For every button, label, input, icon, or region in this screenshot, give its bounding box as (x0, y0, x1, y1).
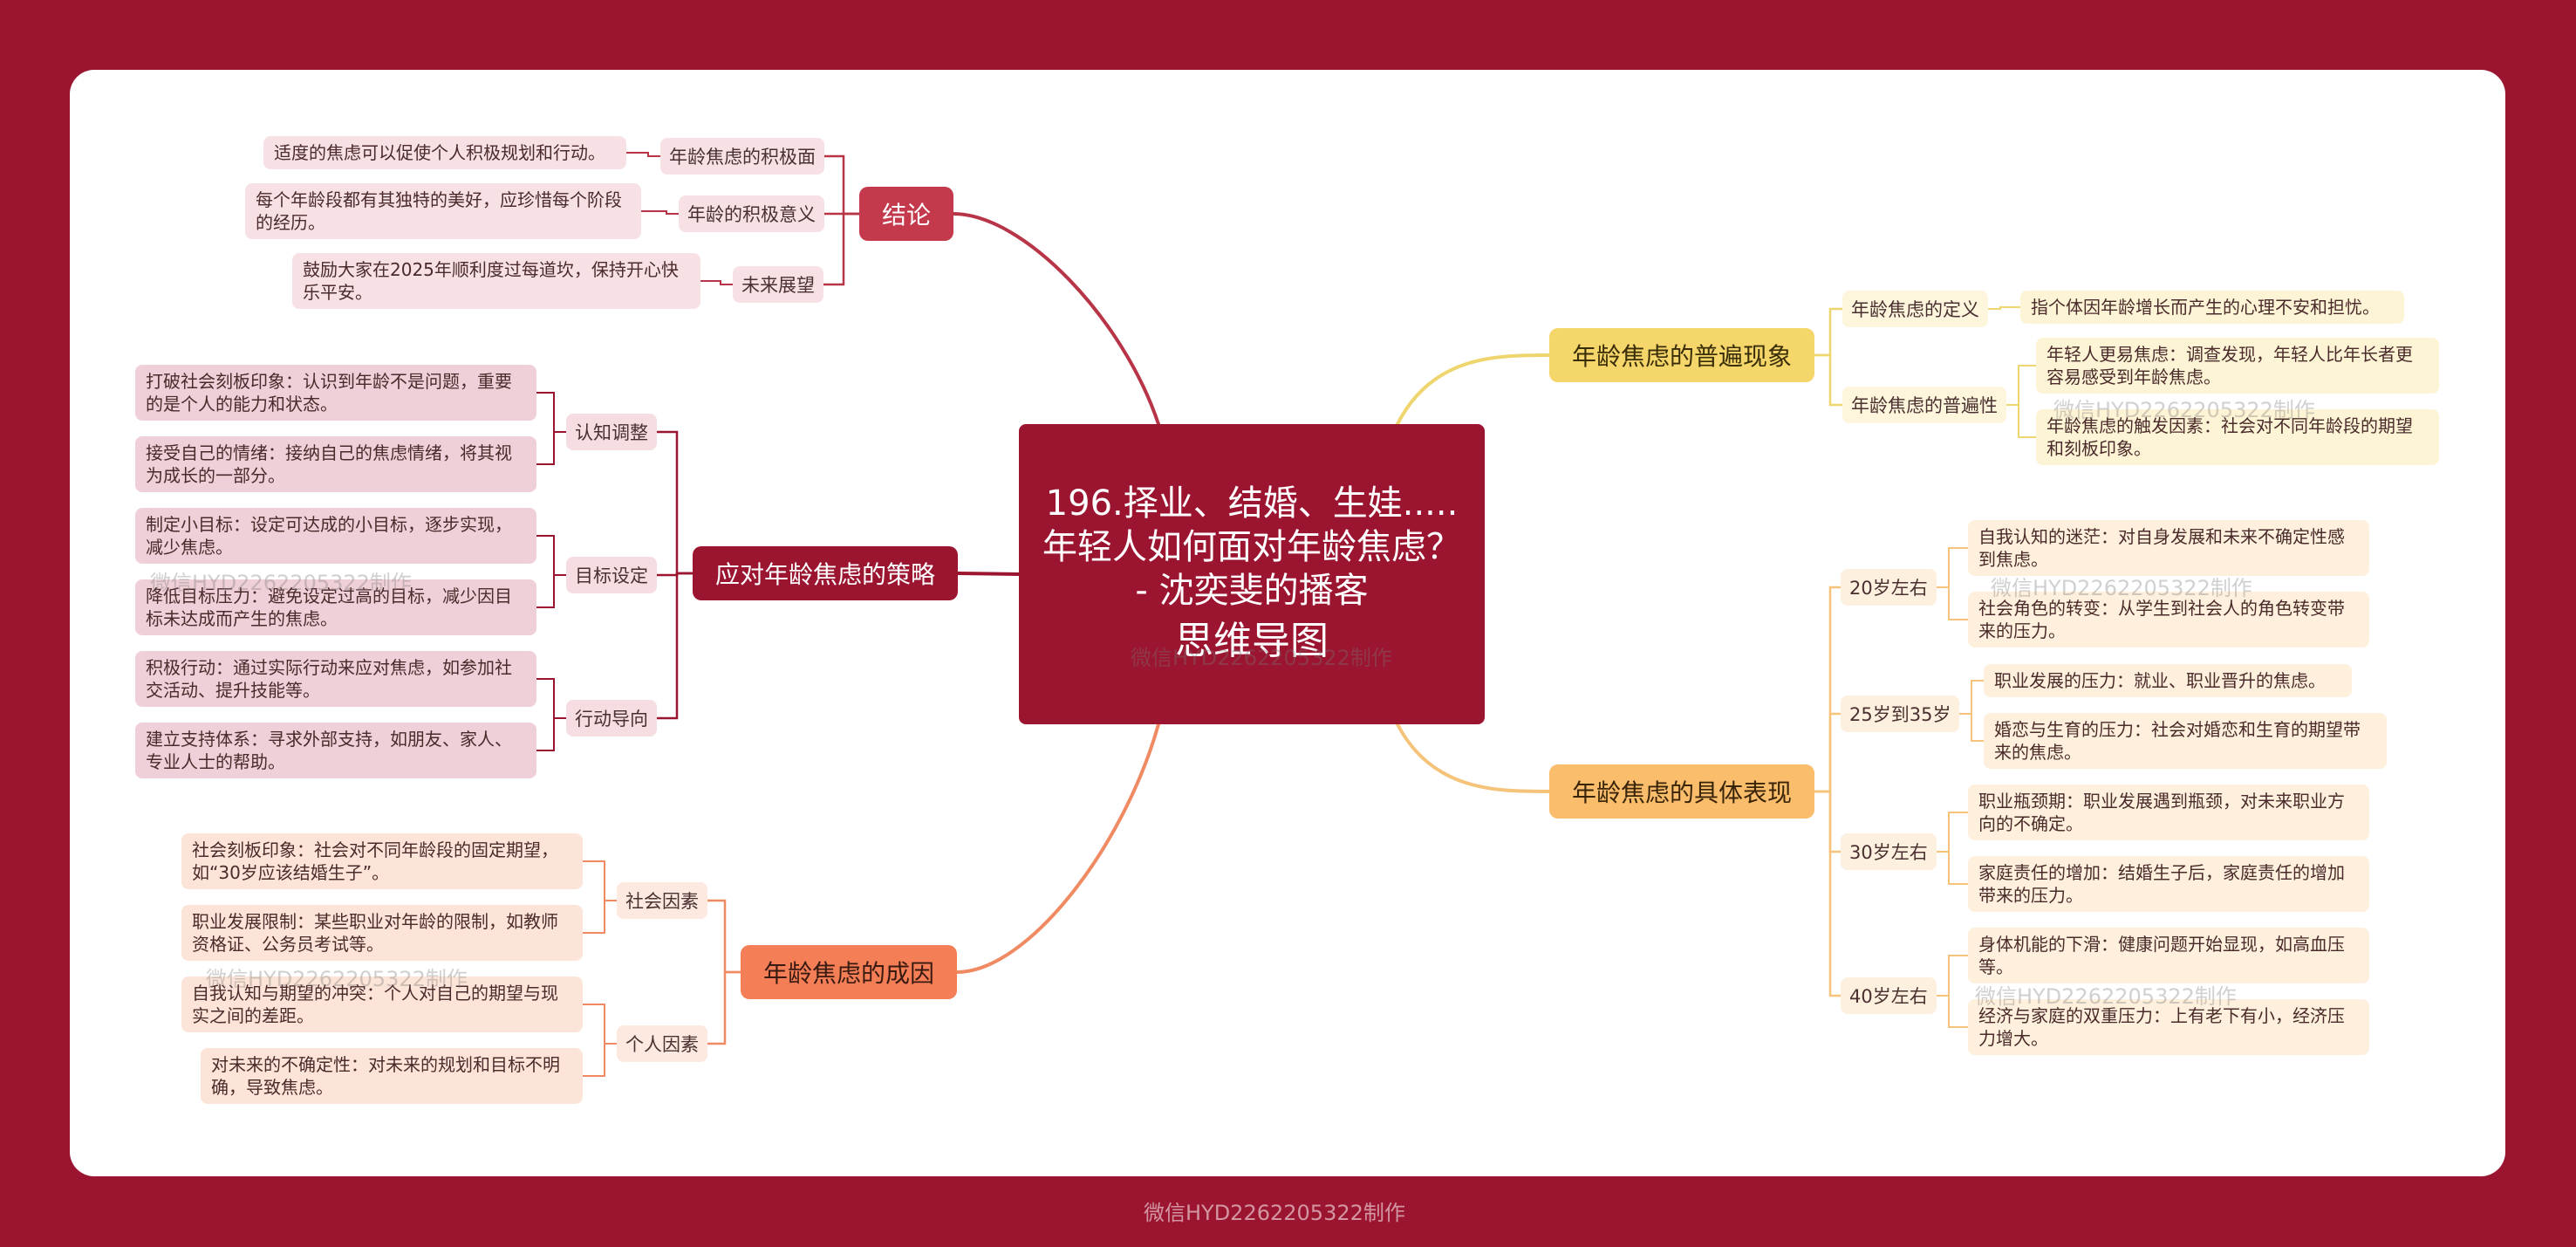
leaf-connector (582, 860, 618, 901)
leaf-text: 婚恋与生育的压力：社会对婚恋和生育的期望带来的焦虑。 (1984, 713, 2387, 769)
leaf-text: 自我认知与期望的冲突：个人对自己的期望与现实之间的差距。 (181, 976, 583, 1032)
leaf-connector (536, 717, 567, 751)
sub-connector (1813, 790, 1842, 853)
watermark: 微信HYD2262205322制作 (150, 571, 412, 595)
sub-social-factors[interactable]: 社会因素 (617, 882, 707, 919)
root-subtitle: 思维导图 (1175, 619, 1329, 663)
leaf-connector (1958, 680, 1985, 715)
leaf-connector (536, 678, 567, 719)
branch-strategies[interactable]: 应对年龄焦虑的策略 (693, 546, 959, 600)
sub-connector (1813, 353, 1844, 407)
branch-common-phenomenon[interactable]: 年龄焦虑的普遍现象 (1549, 328, 1815, 382)
root-title: 196.择业、结婚、生娃.....年轻人如何面对年龄焦虑？ - 沈奕斐的播客 (1042, 483, 1461, 611)
sub-connector (706, 970, 742, 1045)
branch-conclusion[interactable]: 结论 (859, 187, 954, 241)
sub-personal-factors[interactable]: 个人因素 (617, 1025, 707, 1062)
sub-cognitive-adjust[interactable]: 认知调整 (566, 414, 657, 450)
leaf-connector (582, 1004, 618, 1045)
leaf-connector (1958, 713, 1985, 742)
watermark: 微信HYD2262205322制作 (1991, 576, 2252, 600)
leaf-text: 社会角色的转变：从学生到社会人的角色转变带来的压力。 (1968, 592, 2369, 647)
leaf-text: 适度的焦虑可以促使个人积极规划和行动。 (263, 136, 626, 169)
leaf-text: 指个体因年龄增长而产生的心理不安和担忧。 (2020, 291, 2404, 324)
sub-connector (1813, 307, 1844, 357)
leaf-connector (1987, 306, 2021, 310)
sub-goal-setting[interactable]: 目标设定 (566, 557, 657, 593)
leaf-connector (625, 152, 661, 157)
sub-definition[interactable]: 年龄焦虑的定义 (1842, 291, 1988, 327)
leaf-connector (1936, 955, 1969, 997)
leaf-text: 职业发展的压力：就业、职业晋升的焦虑。 (1984, 664, 2352, 697)
leaf-text: 制定小目标：设定可达成的小目标，逐步实现，减少焦虑。 (135, 508, 536, 564)
leaf-text: 每个年龄段都有其独特的美好，应珍惜每个阶段的经历。 (245, 183, 641, 239)
leaf-connector (582, 900, 618, 934)
leaf-connector (2005, 404, 2037, 438)
leaf-connector (1936, 586, 1969, 620)
leaf-connector (1936, 995, 1969, 1028)
leaf-text: 社会刻板印象：社会对不同年龄段的固定期望，如“30岁应该结婚生子”。 (181, 833, 583, 889)
leaf-text: 接受自己的情绪：接纳自己的焦虑情绪，将其视为成长的一部分。 (135, 436, 536, 492)
sub-connector (823, 154, 861, 216)
sub-connector (655, 430, 694, 575)
root-node[interactable]: 196.择业、结婚、生娃.....年轻人如何面对年龄焦虑？ - 沈奕斐的播客 思… (1019, 424, 1485, 724)
leaf-text: 鼓励大家在2025年顺利度过每道坎，保持开心快乐平安。 (292, 253, 700, 309)
sub-connector (1813, 586, 1842, 793)
leaf-connector (536, 535, 567, 576)
leaf-text: 对未来的不确定性：对未来的规划和目标不明确，导致焦虑。 (201, 1048, 583, 1104)
leaf-text: 家庭责任的增加：结婚生子后，家庭责任的增加带来的压力。 (1968, 856, 2369, 912)
leaf-text: 职业瓶颈期：职业发展遇到瓶颈，对未来职业方向的不确定。 (1968, 785, 2369, 840)
leaf-connector (536, 431, 567, 465)
leaf-text: 年轻人更易焦虑：调查发现，年轻人比年长者更容易感受到年龄焦虑。 (2036, 338, 2439, 394)
sub-age-20[interactable]: 20岁左右 (1841, 569, 1937, 606)
leaf-connector (2005, 365, 2037, 406)
leaf-text: 降低目标压力：避免设定过高的目标，减少因目标未达成而产生的焦虑。 (135, 579, 536, 635)
sub-connector (1813, 790, 1842, 997)
leaf-text: 职业发展限制：某些职业对年龄的限制，如教师资格证、公务员考试等。 (181, 905, 583, 961)
leaf-connector (700, 280, 734, 285)
sub-connector (822, 212, 861, 286)
sub-action-oriented[interactable]: 行动导向 (566, 700, 657, 737)
branch-connector (1396, 353, 1551, 426)
leaf-connector (582, 1043, 618, 1077)
leaf-text: 积极行动：通过实际行动来应对焦虑，如参加社交活动、提升技能等。 (135, 651, 536, 707)
sub-connector (1813, 712, 1842, 793)
sub-positive-meaning[interactable]: 年龄的积极意义 (679, 195, 824, 232)
leaf-text: 身体机能的下滑：健康问题开始显现，如高血压等。 (1968, 928, 2369, 983)
leaf-connector (1936, 851, 1969, 885)
footer-watermark: 微信HYD2262205322制作 (1144, 1201, 1405, 1225)
sub-positive-side[interactable]: 年龄焦虑的积极面 (660, 138, 824, 175)
leaf-text: 经济与家庭的双重压力：上有老下有小，经济压力增大。 (1968, 999, 2369, 1055)
leaf-text: 打破社会刻板印象：认识到年龄不是问题，重要的是个人的能力和状态。 (135, 365, 536, 421)
watermark: 微信HYD2262205322制作 (206, 967, 468, 991)
sub-future-outlook[interactable]: 未来展望 (733, 266, 823, 303)
leaf-text: 年龄焦虑的触发因素：社会对不同年龄段的期望和刻板印象。 (2036, 409, 2439, 465)
sub-connector (655, 572, 694, 720)
branch-connector (956, 572, 1021, 576)
sub-connector (706, 899, 742, 974)
leaf-connector (1936, 547, 1969, 588)
leaf-connector (536, 574, 567, 608)
watermark: 微信HYD2262205322制作 (1131, 646, 1392, 670)
leaf-text: 建立支持体系：寻求外部支持，如朋友、家人、专业人士的帮助。 (135, 723, 536, 778)
sub-age-25-35[interactable]: 25岁到35岁 (1841, 695, 1960, 732)
leaf-connector (1936, 812, 1969, 853)
sub-age-40[interactable]: 40岁左右 (1841, 977, 1937, 1014)
leaf-connector (640, 210, 680, 215)
sub-age-30[interactable]: 30岁左右 (1841, 833, 1937, 870)
branch-specific-manifestations[interactable]: 年龄焦虑的具体表现 (1549, 764, 1815, 819)
branch-connector (955, 723, 1160, 974)
sub-universality[interactable]: 年龄焦虑的普遍性 (1842, 387, 2006, 423)
leaf-connector (536, 392, 567, 433)
watermark: 微信HYD2262205322制作 (2053, 398, 2315, 422)
watermark: 微信HYD2262205322制作 (1975, 984, 2237, 1009)
branch-connector (952, 212, 1160, 426)
branch-connector (1396, 723, 1551, 793)
leaf-text: 自我认知的迷茫：对自身发展和未来不确定性感到焦虑。 (1968, 520, 2369, 576)
branch-causes[interactable]: 年龄焦虑的成因 (741, 945, 958, 999)
